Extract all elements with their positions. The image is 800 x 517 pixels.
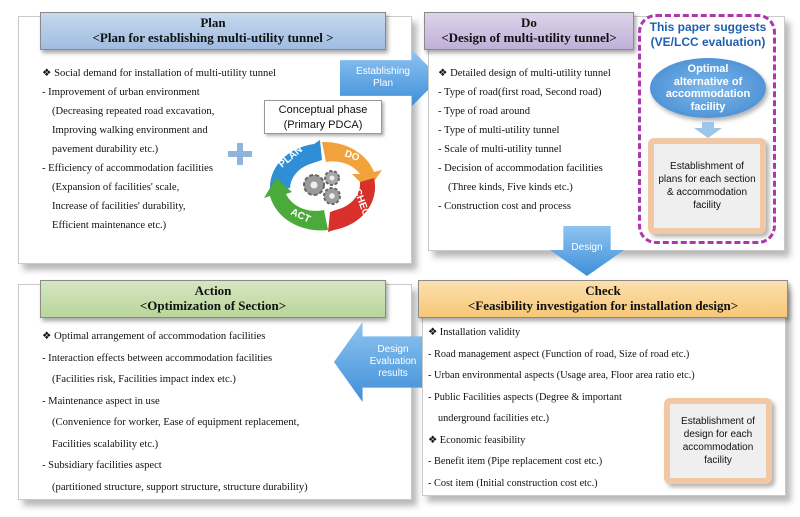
pdca-cycle-graphic: PLAN DO CHECK ACT <box>262 138 386 234</box>
plan-subheading: <Plan for establishing multi-utility tun… <box>92 30 334 45</box>
suggest-title: This paper suggests (VE/LCC evaluation) <box>649 20 767 49</box>
do-header: Do <Design of multi-utility tunnel> <box>424 12 634 50</box>
list-item: - Urban environmental aspects (Usage are… <box>428 370 695 381</box>
list-item: ❖ Installation validity <box>428 327 521 338</box>
optimal-alternative-oval: Optimal alternative of accommodation fac… <box>650 58 766 118</box>
list-item: Efficient maintenance etc.) <box>52 220 167 231</box>
list-item: ❖ Social demand for installation of mult… <box>42 68 276 79</box>
do-heading: Do <box>521 15 537 30</box>
list-item: ❖ Optimal arrangement of accommodation f… <box>42 331 266 342</box>
list-item: - Construction cost and process <box>438 201 571 212</box>
action-heading: Action <box>194 283 232 298</box>
list-item: - Cost item (Initial construction cost e… <box>428 477 598 489</box>
list-item: - Public Facilities aspects (Degree & im… <box>428 391 622 403</box>
list-item: Increase of facilities' durability, <box>52 201 186 212</box>
list-item: (Expansion of facilities' scale, <box>52 182 180 193</box>
list-item: Facilities scalability etc.) <box>52 438 159 450</box>
conceptual-phase-box: Conceptual phase (Primary PDCA) <box>264 100 382 134</box>
list-item: - Type of road(first road, Second road) <box>438 87 602 98</box>
list-item: (Convenience for worker, Ease of equipme… <box>52 417 300 428</box>
establishment-design-box: Establishment of design for each accommo… <box>664 398 772 484</box>
cycle-act-segment <box>264 178 328 231</box>
plus-icon <box>228 143 252 165</box>
plan-header: Plan <Plan for establishing multi-utilit… <box>40 12 386 50</box>
list-item: - Type of road around <box>438 106 531 117</box>
conceptual-phase-title: Conceptual phase <box>278 104 368 116</box>
action-panel <box>18 284 412 500</box>
action-subheading: <Optimization of Section> <box>139 298 287 313</box>
plan-list: ❖ Social demand for installation of mult… <box>42 64 276 235</box>
list-item: - Efficiency of accommodation facilities <box>42 163 213 174</box>
list-item: (Three kinds, Five kinds etc.) <box>448 182 573 193</box>
list-item: ❖ Economic feasibility <box>428 434 526 446</box>
check-heading: Check <box>585 283 621 298</box>
list-item: - Maintenance aspect in use <box>42 395 160 407</box>
list-item: (Facilities risk, Facilities impact inde… <box>52 374 236 385</box>
list-item: pavement durability etc.) <box>52 144 159 155</box>
list-item: ❖ Detailed design of multi-utility tunne… <box>438 68 611 79</box>
do-subheading: <Design of multi-utility tunnel> <box>441 30 617 45</box>
list-item: - Subsidiary facilities aspect <box>42 460 162 471</box>
cycle-do-label: DO <box>343 148 361 164</box>
plan-heading: Plan <box>200 15 226 30</box>
list-item: - Scale of multi-utility tunnel <box>438 144 562 155</box>
list-item: - Decision of accommodation facilities <box>438 163 603 174</box>
list-item: - Improvement of urban environment <box>42 87 200 98</box>
check-subheading: <Feasibility investigation for installat… <box>467 298 739 313</box>
conceptual-phase-subtitle: (Primary PDCA) <box>283 119 363 131</box>
action-list: ❖ Optimal arrangement of accommodation f… <box>42 326 308 498</box>
do-list: ❖ Detailed design of multi-utility tunne… <box>438 64 611 216</box>
optimal-down-arrow <box>694 122 722 138</box>
cycle-do-segment <box>322 141 382 190</box>
list-item: - Benefit item (Pipe replacement cost et… <box>428 456 603 467</box>
check-list: ❖ Installation validity - Road managemen… <box>428 322 695 494</box>
list-item: Improving walking environment and <box>52 125 208 136</box>
establishment-plans-box: Establishment of plans for each section … <box>648 138 766 234</box>
action-header: Action <Optimization of Section> <box>40 280 386 318</box>
check-header: Check <Feasibility investigation for ins… <box>418 280 788 318</box>
cycle-plan-segment <box>269 140 322 190</box>
list-item: - Interaction effects between accommodat… <box>42 352 273 364</box>
cycle-check-segment <box>328 178 376 232</box>
list-item: underground facilities etc.) <box>438 413 550 424</box>
list-item: - Road management aspect (Function of ro… <box>428 348 690 360</box>
list-item: (Decreasing repeated road excavation, <box>52 106 215 117</box>
list-item: - Type of multi-utility tunnel <box>438 125 560 136</box>
list-item: (partitioned structure, support structur… <box>52 481 308 493</box>
